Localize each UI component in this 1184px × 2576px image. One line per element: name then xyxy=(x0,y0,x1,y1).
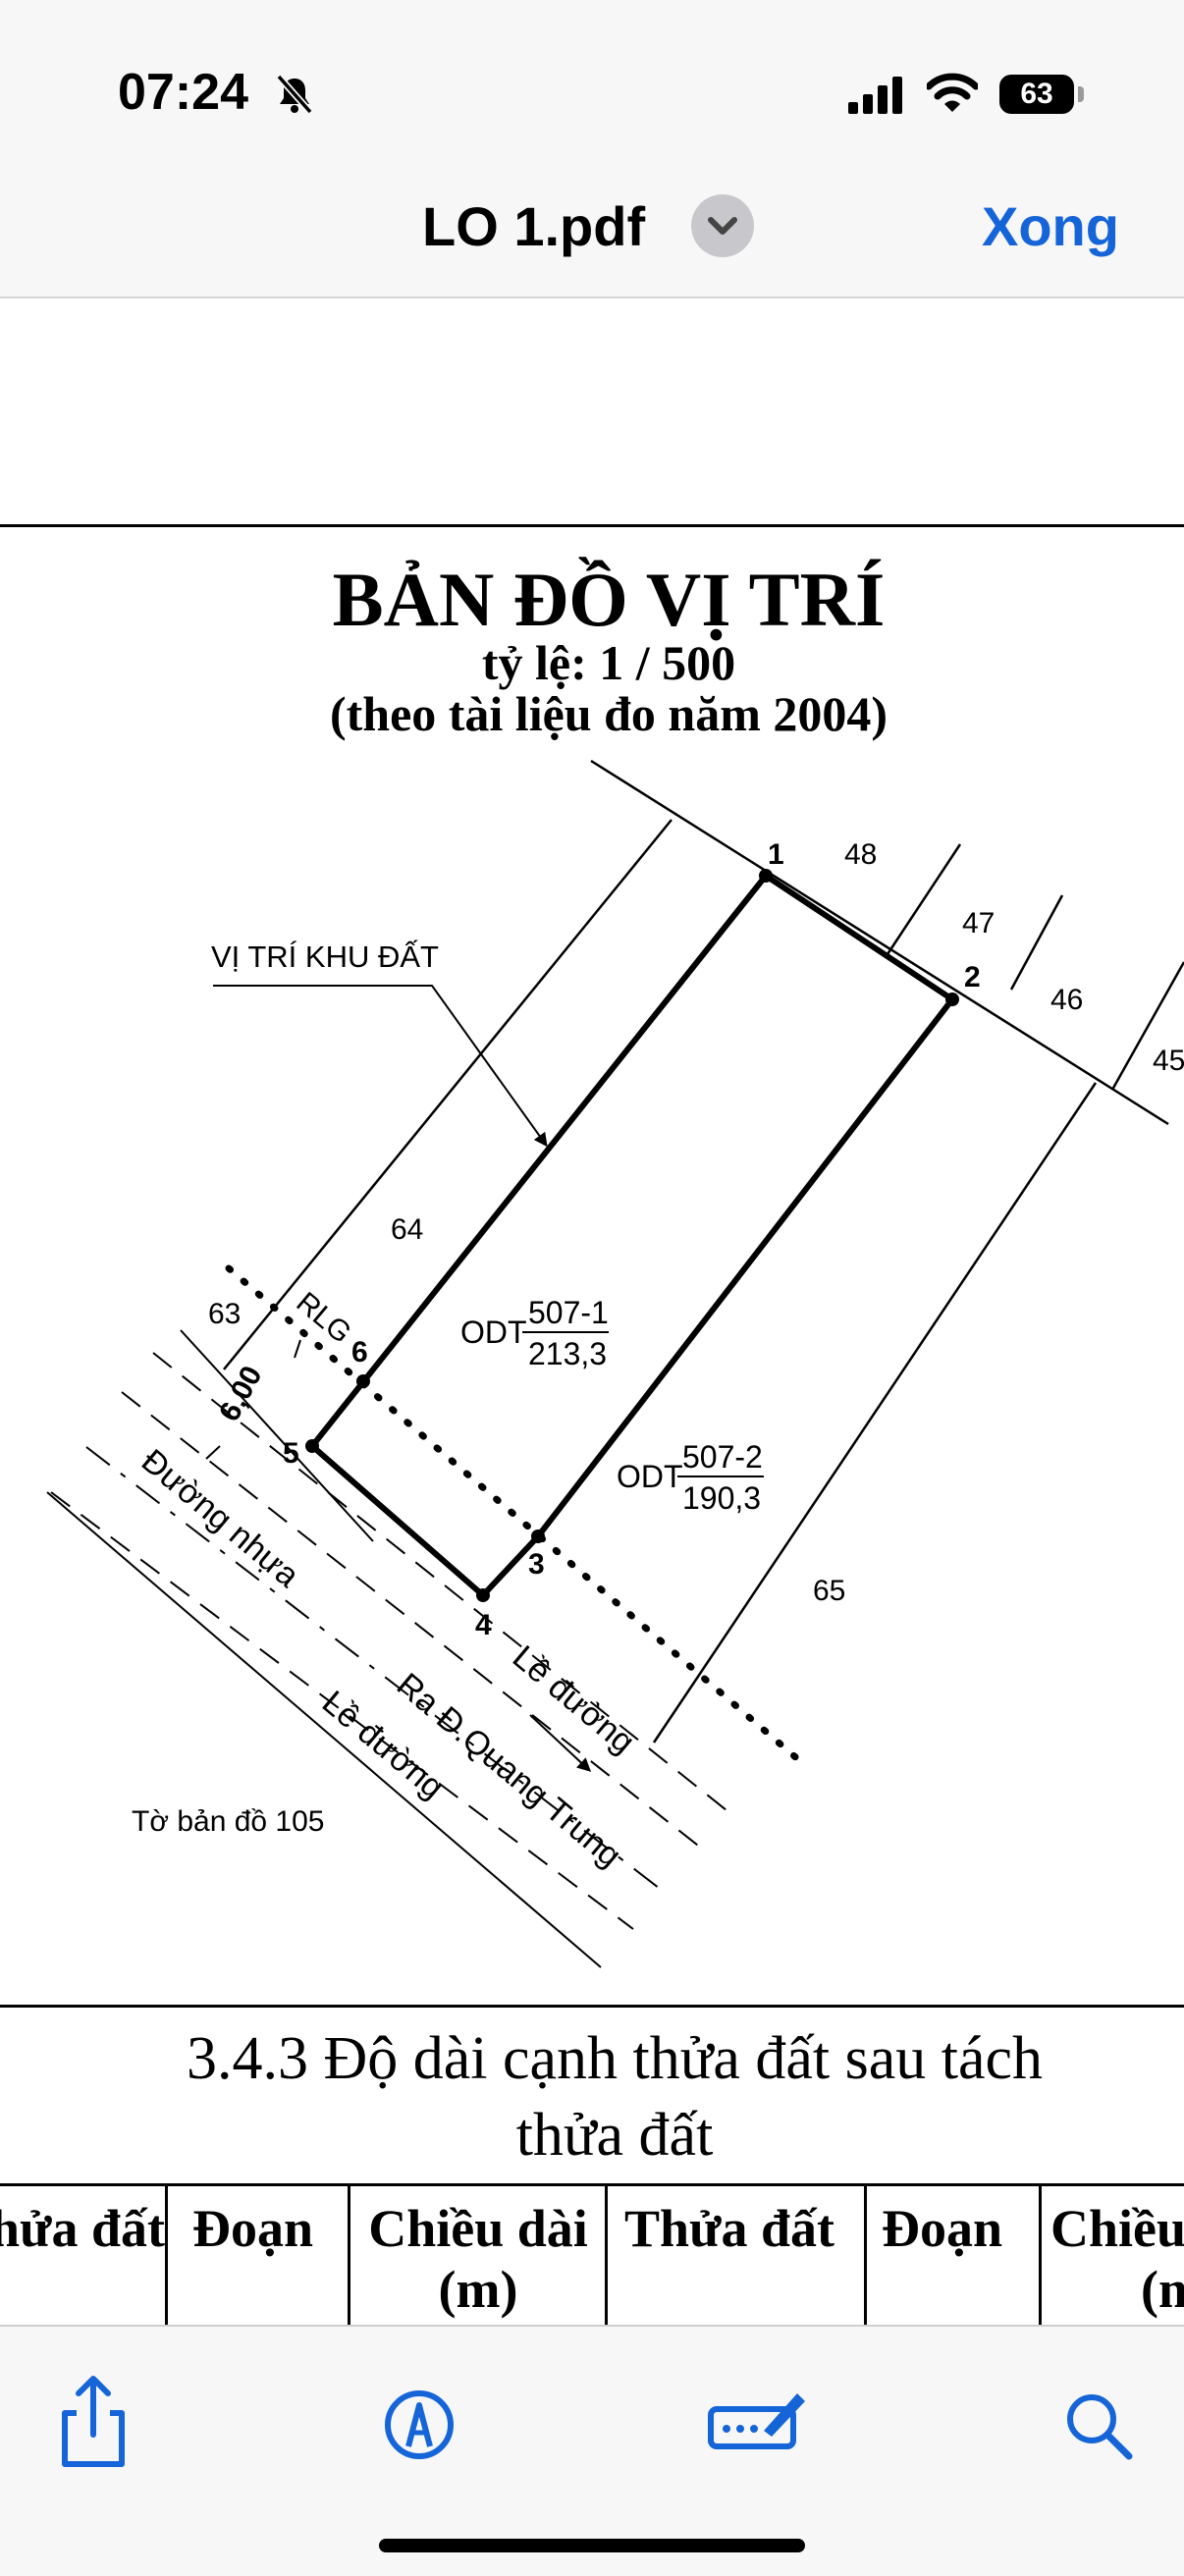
boundary-line xyxy=(652,1082,1098,1744)
boundary-line xyxy=(1110,961,1184,1091)
location-map: VỊ TRÍ KHU ĐẤT 1 2 3 4 5 6 48 47 46 45 6… xyxy=(46,759,1184,1968)
road-name: Đường nhựa xyxy=(135,1442,306,1594)
corner-label-2: 2 xyxy=(964,961,981,993)
boundary-line-top xyxy=(590,759,1169,1126)
parcel-label: 63 xyxy=(208,1298,241,1330)
boundary-line xyxy=(180,1329,374,1542)
table-divider xyxy=(165,2186,168,2329)
map-sheet-label: Tờ bản đồ 105 xyxy=(132,1805,324,1838)
boundary-line xyxy=(884,843,962,958)
table-header-cell: hửa đất xyxy=(0,2199,165,2258)
table-header-cell: Đoạn xyxy=(882,2199,1003,2258)
corner-point xyxy=(531,1530,545,1543)
map-title: BẢN ĐỒ VỊ TRÍ xyxy=(332,557,886,642)
parcel-label: 48 xyxy=(844,838,877,871)
signature-icon xyxy=(708,2393,805,2449)
section-title: 3.4.3 Độ dài cạnh thửa đất sau tách xyxy=(186,2025,1044,2092)
signal-icon xyxy=(848,77,902,114)
table-header-cell: Chiều dài (m) xyxy=(355,2198,601,2320)
done-button[interactable]: Xong xyxy=(982,195,1119,257)
boundary-line xyxy=(1009,894,1064,991)
corner-label-5: 5 xyxy=(283,1437,299,1470)
lot-boundary xyxy=(307,873,957,1600)
map-source-note: (theo tài liệu đo năm 2004) xyxy=(329,686,888,741)
markup-pen-icon xyxy=(385,2390,454,2459)
parcel-label: 45 xyxy=(1153,1045,1184,1077)
share-icon xyxy=(62,2376,125,2467)
site-label: VỊ TRÍ KHU ĐẤT xyxy=(211,939,439,974)
direction-arrow xyxy=(529,1714,592,1772)
table-divider xyxy=(864,2186,867,2329)
section-title-cont: thửa đất xyxy=(515,2102,714,2169)
table-divider xyxy=(348,2186,350,2329)
lot1-type: ODT xyxy=(460,1315,527,1350)
nav-bar: LO 1.pdf Xong xyxy=(0,177,1184,298)
corner-point xyxy=(945,993,959,1006)
table-divider xyxy=(1039,2186,1042,2329)
sidewalk-label: Lề đường xyxy=(506,1638,642,1761)
road-edge xyxy=(46,1491,602,1968)
corner-label-6: 6 xyxy=(351,1336,368,1368)
document-title[interactable]: LO 1.pdf xyxy=(422,195,646,257)
title-menu-button[interactable] xyxy=(691,194,754,257)
tick-mark xyxy=(294,1339,301,1359)
site-leader-arrow xyxy=(213,985,548,1148)
road-centerline xyxy=(85,1446,669,1896)
header-line: (m) xyxy=(438,2260,518,2319)
bell-slash-icon xyxy=(276,74,313,115)
boundary-line xyxy=(223,819,673,1370)
header-line: Chiều dài xyxy=(368,2199,588,2258)
corner-point xyxy=(759,869,773,883)
road-line xyxy=(152,1352,732,1815)
parcel-label: 46 xyxy=(1050,984,1083,1016)
corner-point xyxy=(476,1588,490,1602)
lot2-type: ODT xyxy=(617,1459,683,1494)
table-header-cell: Đoạn xyxy=(192,2199,314,2258)
status-time: 07:24 xyxy=(118,64,248,121)
status-bar: 07:24 63 xyxy=(0,0,1184,177)
page-border-top xyxy=(0,524,1184,527)
table-header-cell: Chiều (m xyxy=(1050,2198,1184,2320)
lot2-number: 507-2 xyxy=(682,1439,763,1475)
road-line xyxy=(121,1391,703,1850)
lot1-area: 213,3 xyxy=(528,1336,607,1371)
corner-label-1: 1 xyxy=(768,838,784,871)
parcel-label: 47 xyxy=(962,907,995,939)
bottom-toolbar xyxy=(0,2325,1184,2576)
lot2-area: 190,3 xyxy=(682,1480,761,1516)
corner-point xyxy=(356,1374,370,1388)
chevron-down-icon xyxy=(708,217,737,235)
road-line xyxy=(50,1491,634,1930)
lot1-number: 507-1 xyxy=(528,1295,609,1330)
parcel-label: 64 xyxy=(391,1213,423,1246)
section-divider xyxy=(0,2005,1184,2008)
search-icon xyxy=(1067,2394,1133,2460)
signature-button[interactable] xyxy=(703,2366,811,2474)
markup-button[interactable] xyxy=(365,2366,473,2474)
share-button[interactable] xyxy=(39,2366,147,2474)
map-scale: tỷ lệ: 1 / 500 xyxy=(481,635,736,690)
tick-mark xyxy=(205,1445,221,1460)
table-header-cell: Thửa đất xyxy=(624,2199,834,2258)
header-line: Chiều xyxy=(1050,2199,1184,2258)
corner-point xyxy=(305,1439,319,1453)
corner-label-3: 3 xyxy=(528,1548,545,1581)
table-header: hửa đất Đoạn Chiều dài (m) Thửa đất Đoạn… xyxy=(0,2183,1184,2329)
header-line: (m xyxy=(1141,2260,1184,2319)
battery-tip xyxy=(1078,86,1084,102)
home-indicator[interactable] xyxy=(379,2539,805,2552)
wifi-icon xyxy=(927,73,978,112)
battery-icon: 63 xyxy=(999,75,1074,114)
parcel-label: 65 xyxy=(813,1575,845,1607)
parcel-lines xyxy=(180,759,1184,1744)
table-divider xyxy=(605,2186,608,2329)
search-button[interactable] xyxy=(1047,2366,1155,2474)
corner-label-4: 4 xyxy=(475,1609,492,1641)
